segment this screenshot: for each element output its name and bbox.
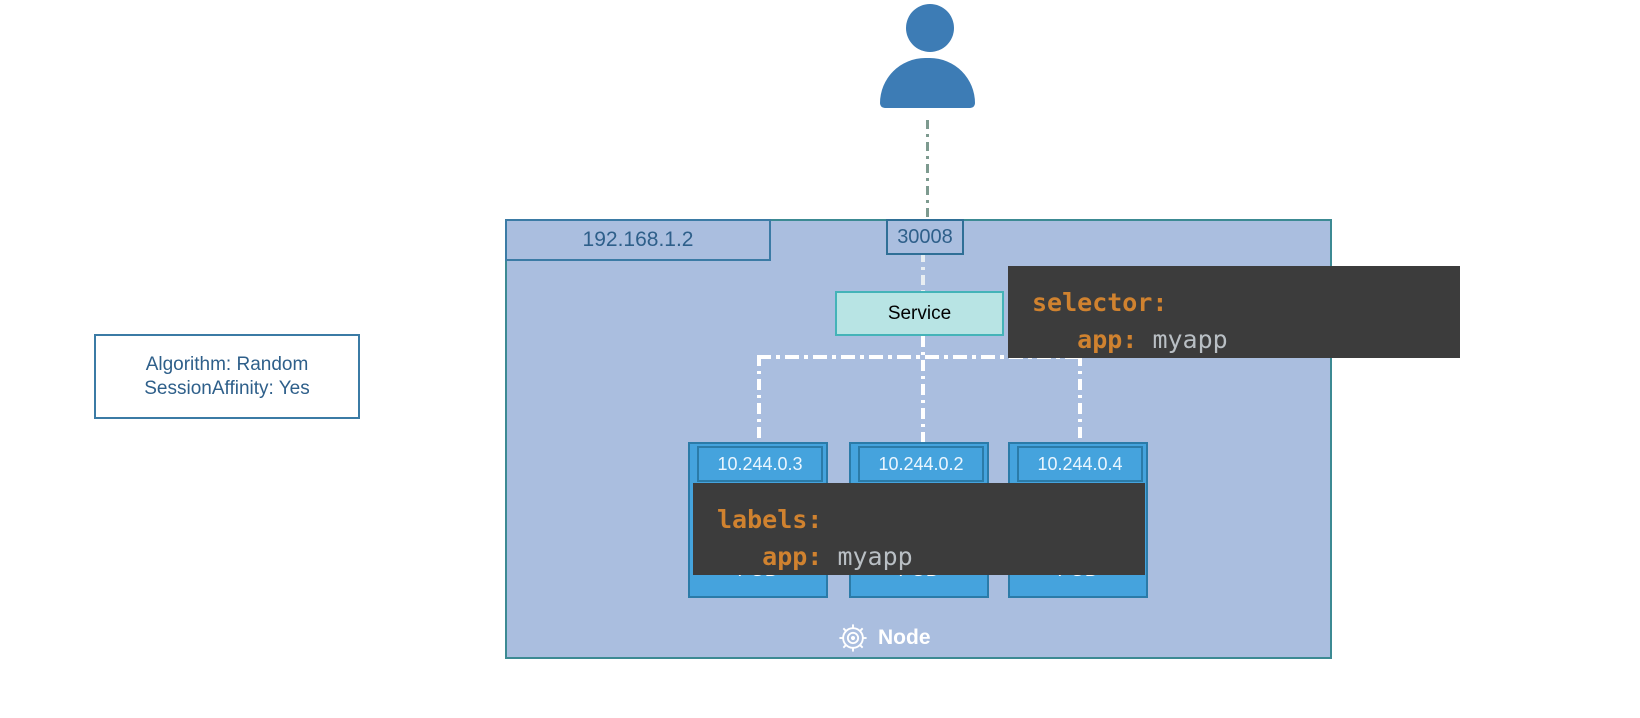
connector-distribution-bus — [757, 355, 1082, 359]
labels-app-key: app: — [762, 542, 823, 571]
service-label: Service — [887, 302, 952, 324]
selector-code-callout: selector: app: myapp — [1008, 266, 1460, 358]
labels-key: labels: — [717, 505, 823, 534]
algorithm-note-box: Algorithm: Random SessionAffinity: Yes — [94, 334, 360, 419]
session-affinity-line: SessionAffinity: Yes — [144, 377, 310, 399]
labels-code-callout: labels: app: myapp — [693, 483, 1145, 575]
connector-user-to-nodeport — [926, 120, 929, 222]
pod-ip-box: 10.244.0.4 — [1017, 446, 1143, 482]
connector-bus-to-pod1 — [757, 355, 761, 455]
labels-app-value: myapp — [837, 542, 913, 571]
nodeport-box: 30008 — [886, 219, 964, 255]
connector-nodeport-to-service — [921, 252, 925, 292]
service-box: Service — [835, 291, 1004, 336]
node-label: Node — [838, 620, 998, 656]
node-label-text: Node — [878, 626, 931, 649]
pod-ip-box: 10.244.0.2 — [858, 446, 984, 482]
connector-bus-to-pod3 — [1078, 355, 1082, 455]
connector-service-to-pod2 — [921, 336, 925, 456]
host-ip-label: 192.168.1.2 — [582, 228, 694, 251]
selector-key: selector: — [1032, 288, 1168, 317]
algorithm-line: Algorithm: Random — [145, 353, 309, 375]
pod-ip-label: 10.244.0.3 — [717, 453, 803, 474]
kubernetes-helm-wheel-icon — [839, 624, 867, 652]
selector-app-key: app: — [1077, 325, 1138, 354]
user-person-icon — [880, 4, 975, 108]
pod-ip-label: 10.244.0.4 — [1037, 453, 1123, 474]
nodeport-label: 30008 — [897, 225, 953, 248]
selector-app-value: myapp — [1152, 325, 1228, 354]
pod-ip-label: 10.244.0.2 — [878, 453, 964, 474]
user-head — [906, 4, 954, 52]
host-ip-box: 192.168.1.2 — [505, 219, 771, 261]
user-body — [880, 58, 975, 108]
pod-ip-box: 10.244.0.3 — [697, 446, 823, 482]
